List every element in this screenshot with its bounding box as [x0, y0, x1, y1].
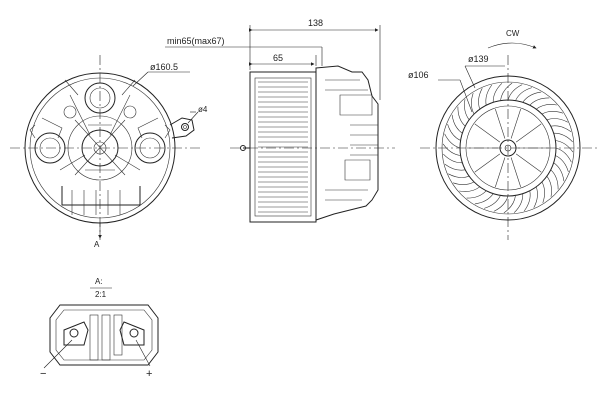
dimension-dia-139: ø139	[468, 54, 489, 64]
fan-blade	[447, 124, 461, 141]
detail-title: A:	[95, 277, 103, 286]
fan-blade	[529, 97, 550, 106]
fan-blade	[541, 181, 545, 203]
fan-blade	[507, 84, 523, 101]
fan-blade	[474, 193, 494, 205]
fan-blade	[493, 195, 509, 212]
impeller-blades-side	[258, 81, 308, 213]
fan-blade	[555, 147, 572, 163]
fan-blade	[451, 114, 463, 134]
dimension-dia-4: ø4	[198, 105, 208, 114]
detail-scale: 2:1	[95, 290, 107, 299]
fan-blade	[448, 173, 470, 178]
fan-blade	[492, 83, 503, 103]
section-mark-a: A	[94, 240, 100, 249]
dimension-len-138: 138	[308, 18, 323, 28]
fan-blade	[555, 155, 569, 172]
fan-blade	[444, 163, 466, 171]
fan-blade	[555, 140, 574, 153]
fan-blade	[453, 181, 475, 185]
fan-blade	[442, 143, 461, 156]
fan-blade	[546, 176, 552, 197]
fan-blade	[553, 132, 573, 143]
hub-spoke	[515, 153, 542, 173]
front-view: A ø160.5 ø4	[10, 55, 208, 249]
hub-spoke	[495, 108, 506, 139]
fan-blade	[466, 190, 487, 199]
hub-spokes	[467, 108, 549, 188]
fan-blade	[533, 186, 538, 208]
fan-blade	[550, 125, 572, 133]
fan-blade	[513, 193, 524, 213]
dimension-dia-160: ø160.5	[150, 62, 178, 72]
rear-view: CW ø106 ø139	[408, 29, 600, 240]
fan-blade	[503, 195, 516, 214]
fan-blade	[550, 169, 559, 190]
terminal-plus-label: +	[146, 368, 152, 380]
hub-spoke	[474, 153, 501, 173]
fan-blade	[541, 111, 563, 115]
hub-spoke	[474, 123, 501, 143]
dimension-len-65: 65	[273, 53, 283, 63]
fan-blade	[500, 82, 513, 101]
fan-blade	[485, 84, 493, 106]
fan-blade	[515, 87, 532, 101]
hub-spoke	[510, 108, 521, 139]
hub-spoke	[515, 123, 542, 143]
impeller-blades	[442, 82, 574, 214]
fan-blade	[459, 186, 480, 192]
fan-blade	[523, 190, 531, 212]
fan-blade	[553, 162, 565, 182]
hub-spoke	[510, 157, 521, 188]
side-view: 138 min65(max67) 65	[165, 18, 395, 223]
fan-blade	[443, 153, 463, 164]
fan-blade	[457, 106, 466, 127]
rotation-direction: CW	[506, 29, 520, 38]
fan-blade	[478, 88, 483, 110]
fan-blade	[546, 118, 568, 123]
hub-spoke	[495, 157, 506, 188]
fan-blade	[471, 93, 475, 115]
fan-blade	[536, 104, 557, 110]
connector-detail: A: 2:1 − +	[40, 277, 159, 380]
fan-blade	[522, 91, 542, 103]
fan-blade	[484, 195, 501, 209]
dimension-dia-106: ø106	[408, 70, 429, 80]
dimension-min-max: min65(max67)	[167, 36, 225, 46]
terminal-minus-label: −	[40, 368, 46, 380]
fan-blade	[444, 133, 461, 149]
fan-blade	[464, 99, 470, 120]
